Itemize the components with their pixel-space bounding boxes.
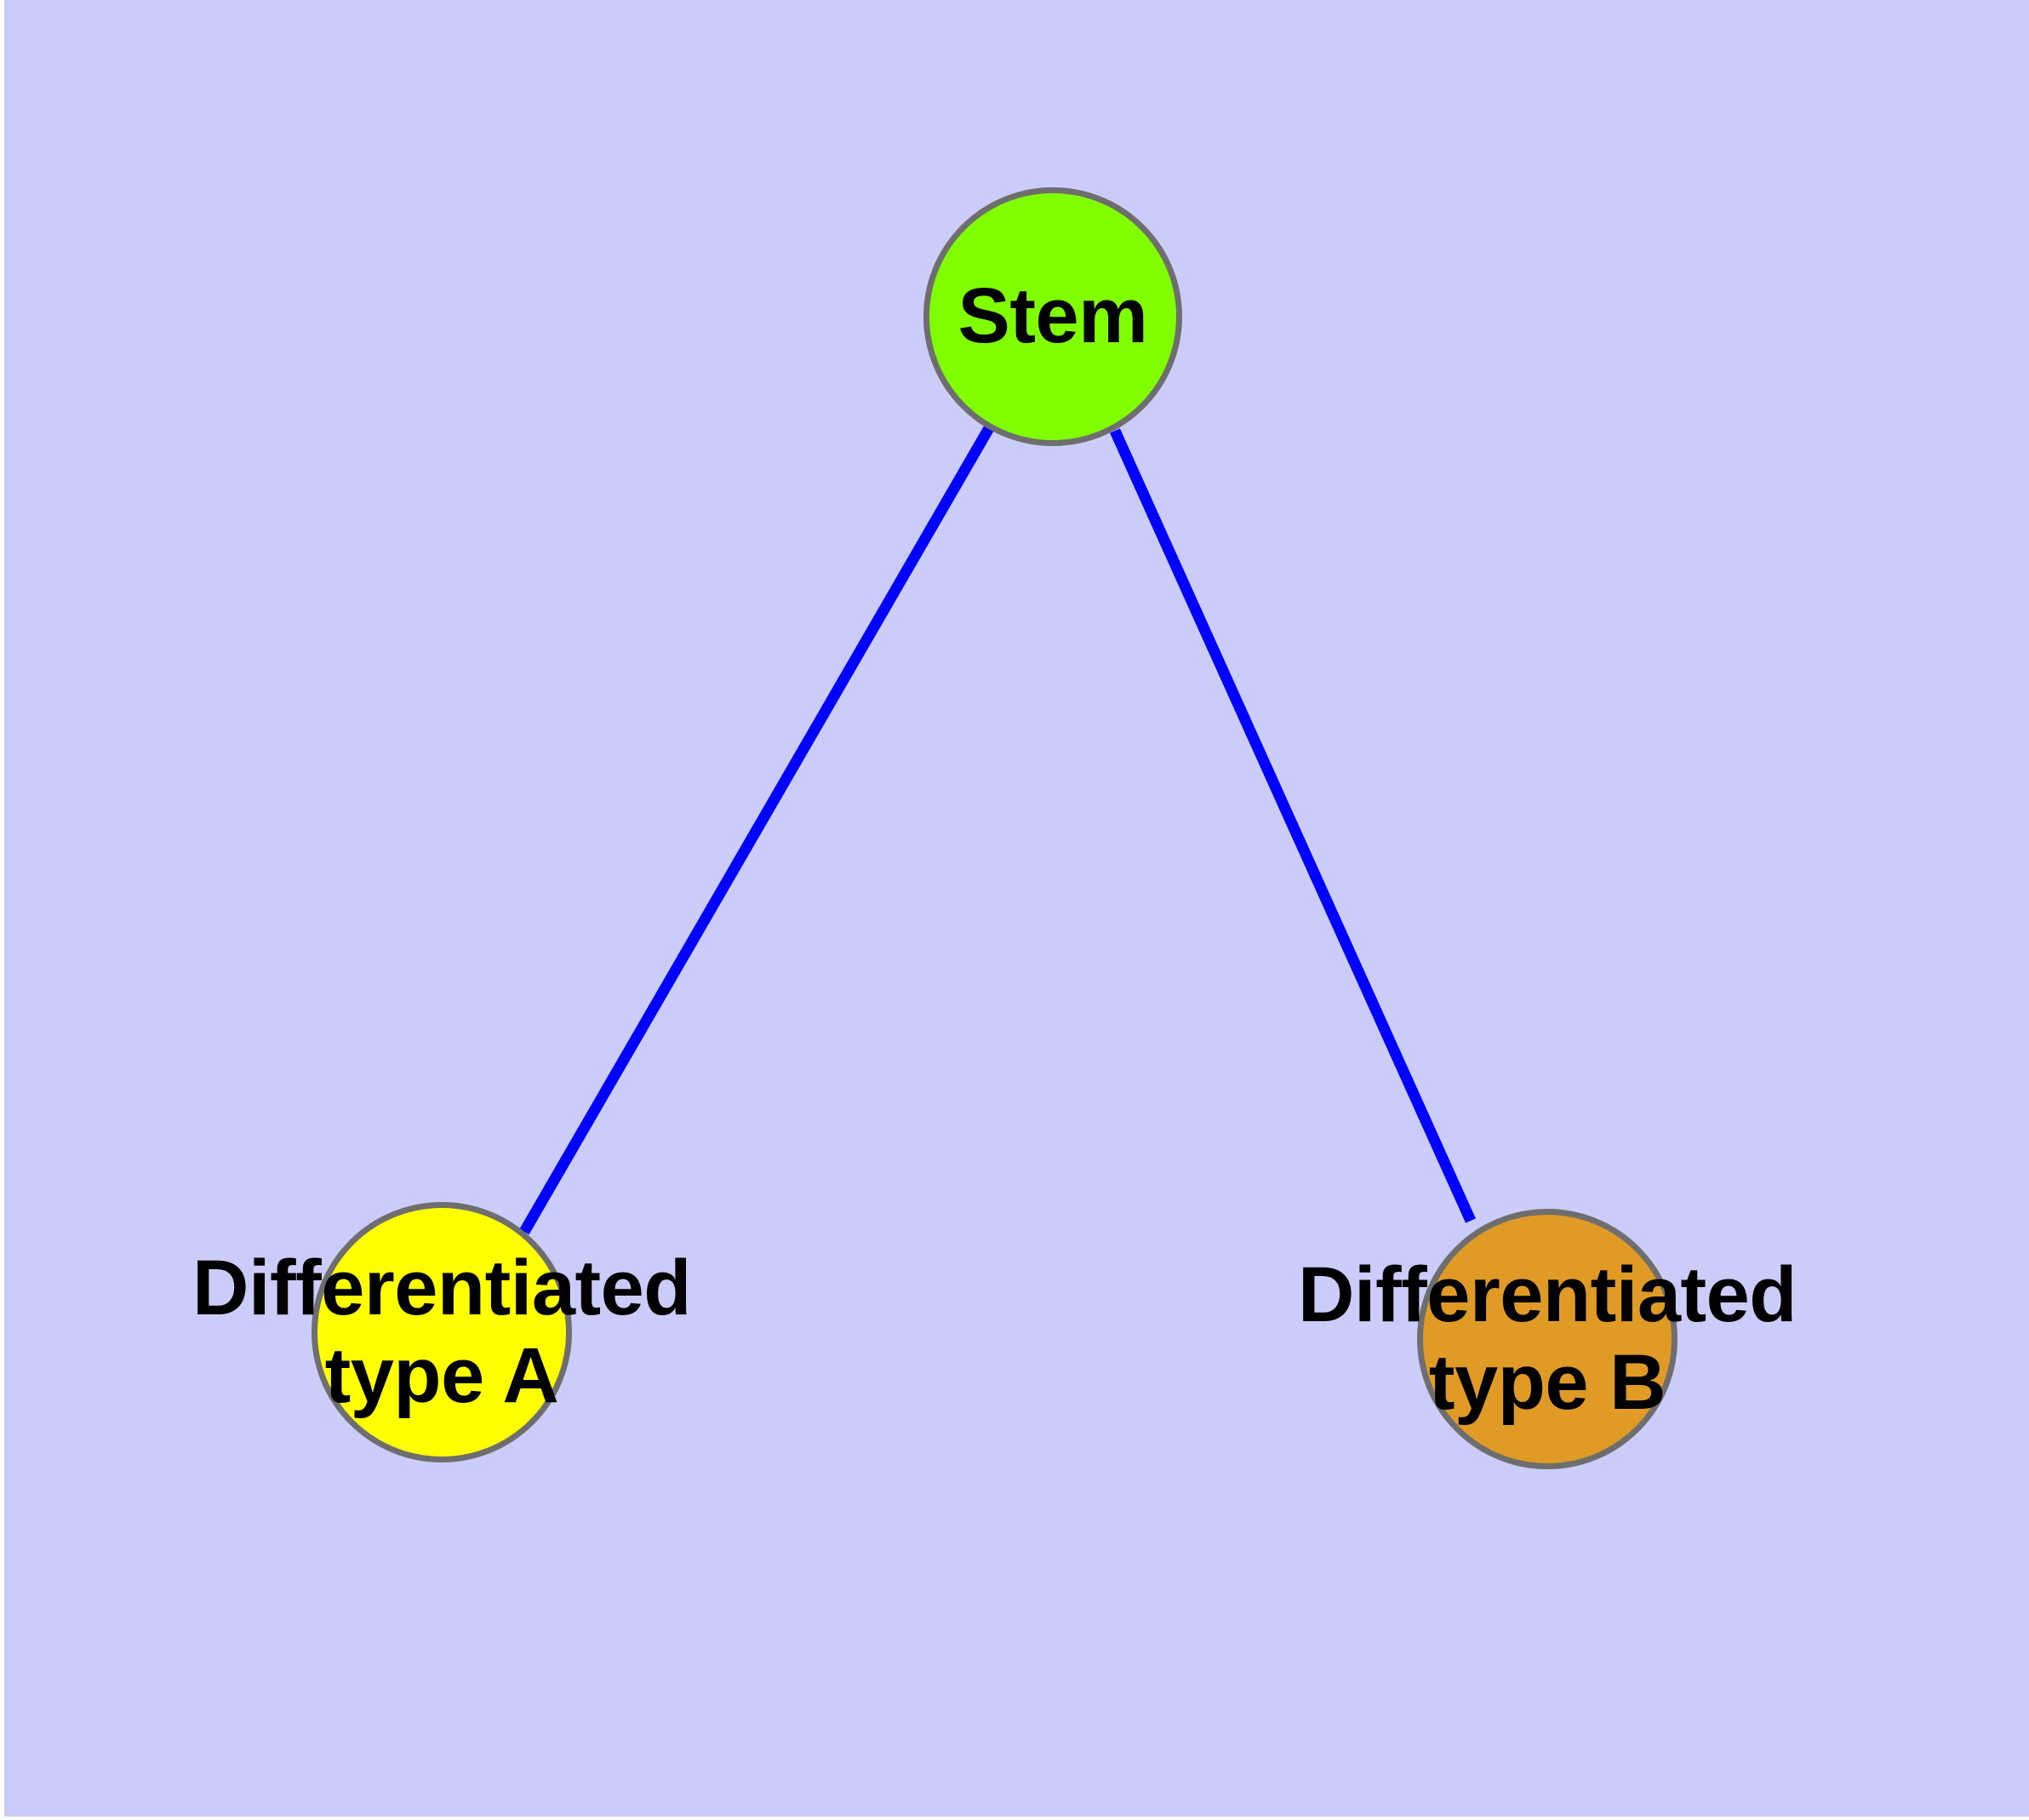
node-differentiated-type-b[interactable] <box>1417 1209 1677 1469</box>
node-stem[interactable] <box>923 187 1182 446</box>
edge-layer <box>519 425 1476 1235</box>
node-differentiated-type-a[interactable] <box>311 1202 572 1462</box>
edge-stem-to-differentiated-type-b <box>1110 428 1476 1223</box>
graph-plot-area: Stem Differentiated type A Differentiate… <box>4 0 2029 1817</box>
edge-stem-to-differentiated-type-a <box>519 425 994 1235</box>
